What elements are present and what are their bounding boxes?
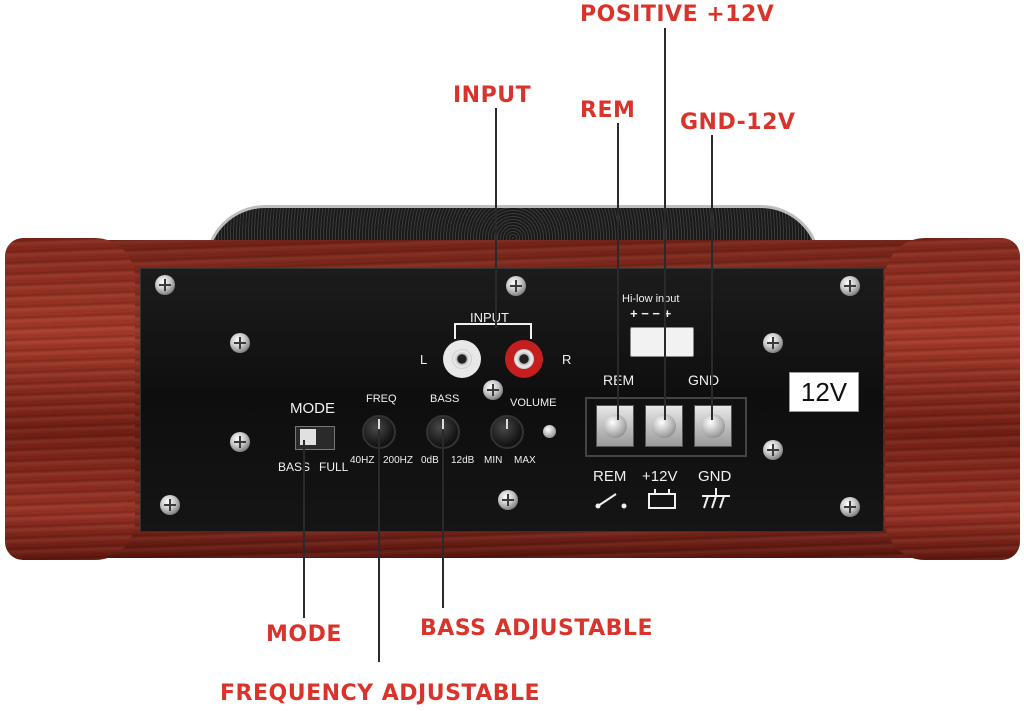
- bass-label: BASS: [430, 393, 460, 405]
- right-channel-label: R: [562, 352, 572, 367]
- screw: [483, 380, 503, 400]
- callout-rem: REM: [580, 98, 636, 123]
- rca-input-right[interactable]: [505, 340, 543, 378]
- left-channel-label: L: [420, 352, 428, 367]
- hi-low-input-connector[interactable]: [630, 327, 694, 357]
- rem-terminal[interactable]: [596, 405, 634, 447]
- right-end-cap: [885, 238, 1020, 560]
- leader-rem: [617, 123, 619, 420]
- bass-max-label: 12dB: [451, 455, 475, 466]
- volume-label: VOLUME: [510, 397, 557, 409]
- bass-switch-label: BASS: [278, 460, 311, 474]
- screw: [160, 495, 180, 515]
- control-panel: [140, 268, 884, 532]
- rca-input-left[interactable]: [443, 340, 481, 378]
- screw: [230, 432, 250, 452]
- bass-min-label: 0dB: [421, 455, 439, 466]
- bottom-12v-label: +12V: [642, 468, 678, 485]
- leader-gnd: [711, 135, 713, 420]
- leader-positive: [664, 28, 666, 420]
- screw: [230, 333, 250, 353]
- bottom-rem-label: REM: [593, 468, 627, 485]
- hi-low-pins-label: + − − +: [630, 306, 672, 321]
- screw: [840, 497, 860, 517]
- leader-input: [495, 108, 497, 328]
- freq-label: FREQ: [366, 393, 397, 405]
- callout-positive-12v: POSITIVE +12V: [580, 2, 775, 27]
- screw: [155, 275, 175, 295]
- callout-frequency-adjustable: FREQUENCY ADJUSTABLE: [220, 681, 541, 706]
- input-label: INPUT: [470, 310, 509, 325]
- callout-bass-adjustable: BASS ADJUSTABLE: [420, 616, 653, 641]
- battery-icon: [648, 489, 676, 509]
- freq-max-label: 200HZ: [383, 455, 414, 466]
- gnd-terminal[interactable]: [694, 405, 732, 447]
- hi-low-input-label: Hi-low input: [622, 293, 680, 305]
- voltage-badge: 12V: [789, 372, 859, 412]
- callout-mode: MODE: [266, 622, 342, 647]
- screw: [763, 440, 783, 460]
- screw: [506, 276, 526, 296]
- volume-knob[interactable]: [490, 415, 524, 449]
- power-led: [543, 425, 556, 438]
- callout-gnd-12v: GND-12V: [680, 110, 796, 135]
- screw: [840, 276, 860, 296]
- vol-max-label: MAX: [514, 455, 536, 466]
- ground-icon: [702, 488, 730, 509]
- input-bracket: [454, 323, 532, 339]
- gnd-terminal-label: GND: [688, 372, 720, 388]
- full-switch-label: FULL: [319, 460, 349, 474]
- freq-min-label: 40HZ: [350, 455, 375, 466]
- vol-min-label: MIN: [484, 455, 503, 466]
- bottom-gnd-label: GND: [698, 468, 732, 485]
- mode-switch[interactable]: [295, 426, 335, 450]
- leader-mode: [303, 440, 305, 618]
- switch-icon: [595, 493, 627, 509]
- callout-input: INPUT: [453, 83, 532, 108]
- leader-frequency: [378, 430, 380, 662]
- screw: [498, 490, 518, 510]
- screw: [763, 333, 783, 353]
- leader-bass: [442, 430, 444, 608]
- left-end-cap: [5, 238, 135, 560]
- mode-label: MODE: [290, 400, 335, 417]
